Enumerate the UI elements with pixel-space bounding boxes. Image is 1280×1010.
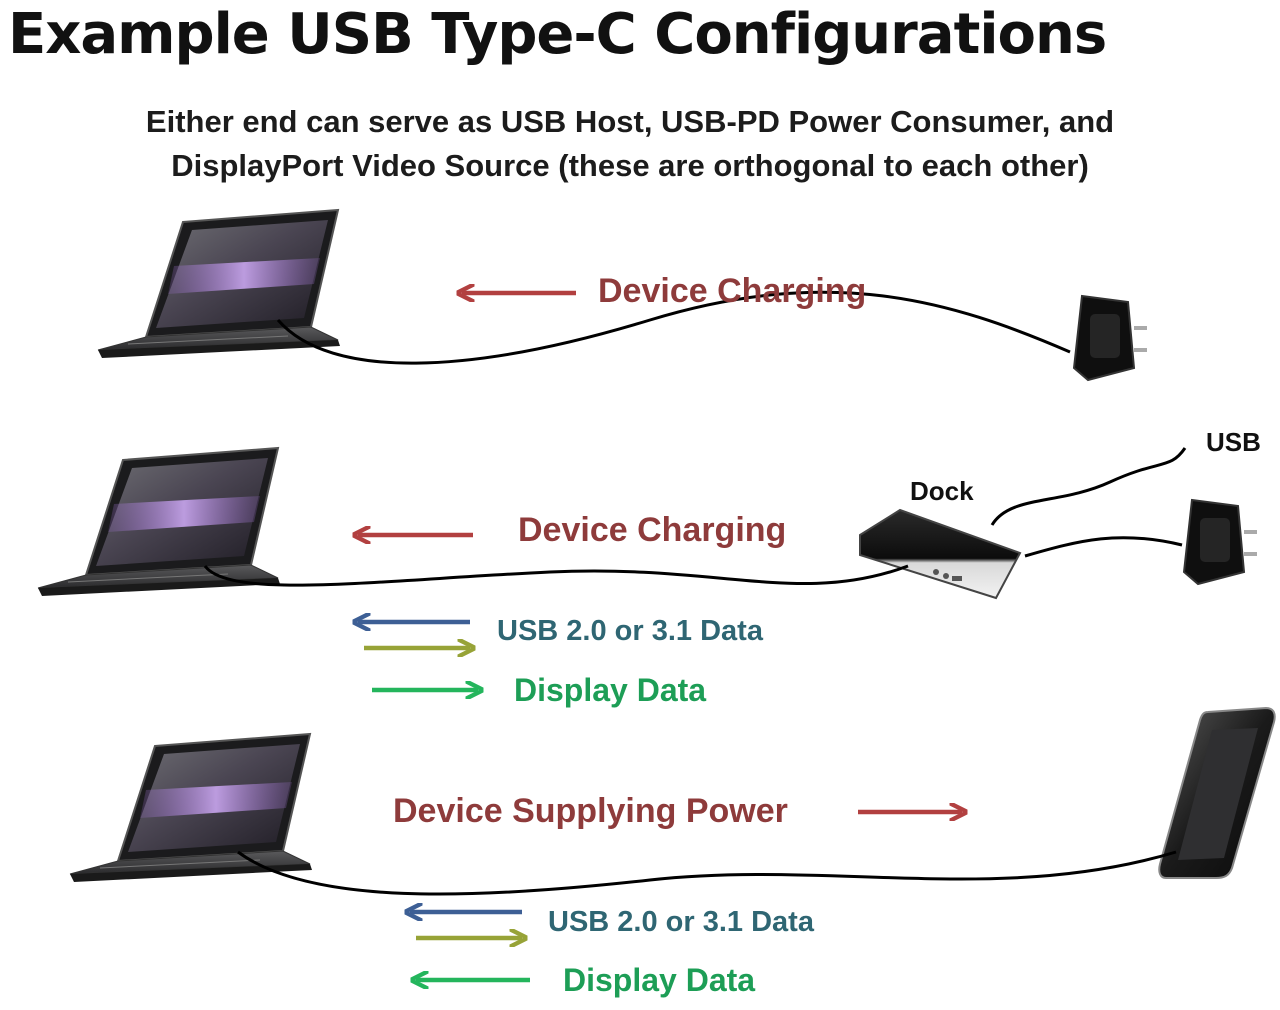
cable	[276, 290, 1071, 365]
subtitle-line-2: DisplayPort Video Source (these are orth…	[171, 148, 1089, 183]
phone-icon	[1158, 706, 1276, 879]
wall-charger-icon	[1183, 499, 1258, 585]
subtitle-line-1: Either end can serve as USB Host, USB-PD…	[145, 104, 1115, 139]
cable	[1024, 536, 1183, 558]
config2-usb-data-label: USB 2.0 or 3.1 Data	[497, 615, 763, 647]
usb-port-label: USB	[1206, 427, 1261, 457]
laptop-icon	[37, 447, 281, 597]
dock-icon	[859, 508, 1022, 600]
laptop-icon	[69, 733, 313, 883]
config3-power-label: Device Supplying Power	[393, 792, 788, 830]
config2-display-data-label: Display Data	[514, 672, 707, 708]
config1-power-label: Device Charging	[598, 272, 867, 310]
dock-label: Dock	[910, 476, 974, 506]
wall-charger-icon	[1073, 295, 1148, 381]
page-title: Example USB Type-C Configurations	[8, 2, 1107, 67]
cable	[237, 850, 1177, 896]
cable	[990, 447, 1187, 526]
config2-power-label: Device Charging	[518, 511, 787, 549]
cable	[203, 564, 909, 587]
config3-usb-data-label: USB 2.0 or 3.1 Data	[548, 906, 814, 938]
laptop-icon	[97, 209, 341, 359]
config3-display-data-label: Display Data	[563, 962, 756, 998]
